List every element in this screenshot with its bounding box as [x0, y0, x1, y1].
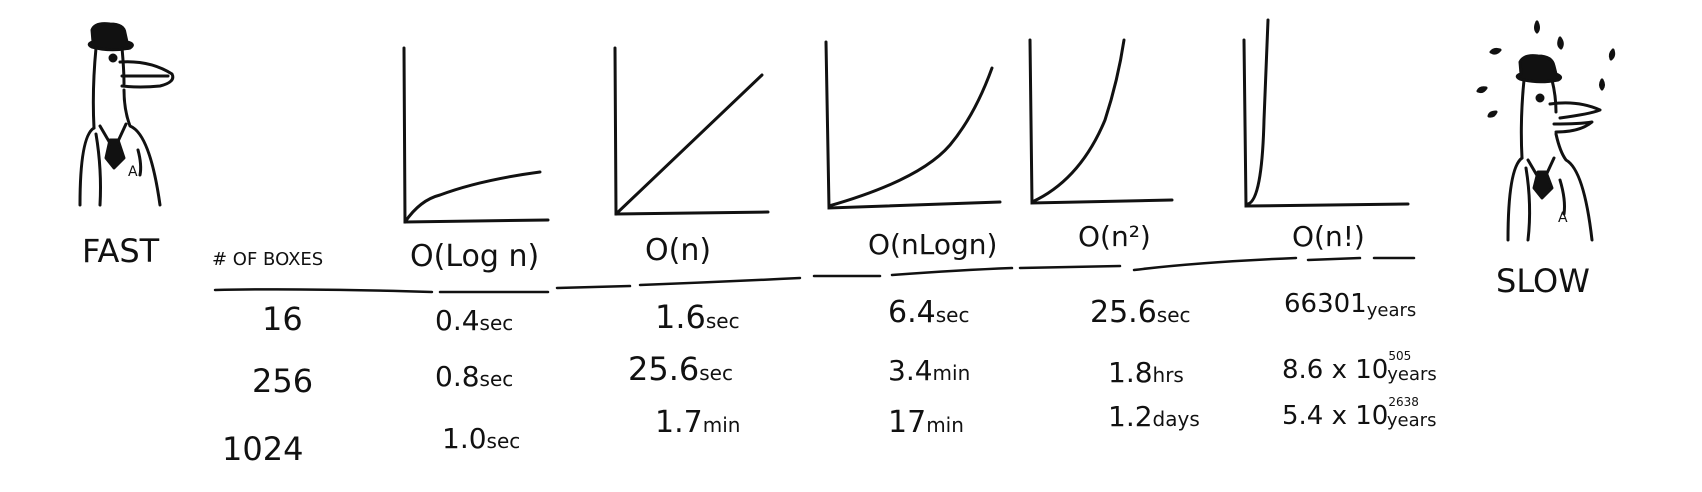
svg-text:A: A: [1558, 210, 1568, 226]
slow-character-illustration: A: [1476, 20, 1616, 242]
complexity-graphs: [402, 18, 1410, 224]
graph-n-axes: [613, 46, 770, 216]
graph-n-log-n: [824, 40, 1002, 210]
graph-log-n-curve: [403, 170, 542, 224]
time-unit: min: [933, 361, 971, 385]
time-cell: 0.4sec: [435, 304, 513, 337]
time-unit: sec: [1157, 303, 1191, 327]
boxes-value: 1024: [222, 430, 303, 468]
graph-n-factorial-axes: [1242, 38, 1410, 208]
time-value: 1.7: [655, 405, 703, 440]
table-row: 16 0.4sec 1.6sec 6.4sec 25.6sec 66301yea…: [262, 289, 1416, 338]
time-value: 5.4 x 10: [1282, 401, 1388, 431]
boxes-column-header: # OF BOXES: [212, 249, 323, 270]
time-cell: 3.4min: [888, 354, 970, 387]
time-unit: years: [1387, 364, 1437, 385]
time-cell: 1.7min: [655, 405, 740, 440]
time-cell: 1.6sec: [655, 298, 740, 336]
graph-n-squared-axes: [1028, 38, 1174, 205]
time-unit: sec: [706, 309, 740, 333]
time-unit: years: [1367, 300, 1417, 321]
time-value: 6.4: [888, 295, 936, 330]
complexity-label-n-log-n: O(nLogn): [868, 228, 997, 261]
time-value: 25.6: [628, 350, 699, 388]
time-cell: 0.8sec: [435, 360, 513, 393]
graph-n: [613, 46, 770, 216]
boxes-value: 256: [252, 362, 313, 400]
table-row: 256 0.8sec 25.6sec 3.4min 1.8hrs 8.6 x 1…: [252, 349, 1437, 400]
time-unit: years: [1387, 410, 1437, 431]
graph-n-factorial: [1242, 18, 1410, 208]
time-cell: 66301years: [1284, 289, 1416, 321]
time-exponent: 505: [1388, 349, 1411, 363]
time-cell: 17min: [888, 405, 964, 440]
time-exponent: 2638: [1388, 395, 1419, 409]
time-value: 3.4: [888, 354, 933, 387]
time-unit: hrs: [1153, 363, 1184, 387]
time-cell: 25.6sec: [1090, 295, 1191, 330]
time-value: 1.2: [1108, 400, 1153, 433]
svg-text:A: A: [128, 164, 138, 180]
graph-n-curve: [614, 73, 764, 216]
boxes-value: 16: [262, 300, 303, 338]
complexity-label-n-squared: O(n²): [1078, 220, 1151, 253]
timing-table: 16 0.4sec 1.6sec 6.4sec 25.6sec 66301yea…: [222, 289, 1437, 468]
time-unit: sec: [936, 303, 970, 327]
graph-log-n: [402, 46, 550, 224]
time-cell: 6.4sec: [888, 295, 969, 330]
time-unit: min: [926, 413, 964, 437]
time-unit: sec: [480, 367, 514, 391]
time-unit: sec: [699, 361, 733, 385]
time-value: 0.4: [435, 304, 480, 337]
time-value: 1.8: [1108, 356, 1153, 389]
time-value: 25.6: [1090, 295, 1157, 330]
time-cell: 1.0sec: [442, 422, 520, 455]
time-value: 17: [888, 405, 926, 440]
table-row: 1024 1.0sec 1.7min 17min 1.2days 5.4 x 1…: [222, 395, 1436, 468]
time-value: 1.6: [655, 298, 706, 336]
header-divider: [213, 256, 1416, 294]
complexity-labels: O(Log n) O(n) O(nLogn) O(n²) O(n!): [410, 220, 1365, 274]
complexity-label-log-n: O(Log n): [410, 239, 539, 274]
time-cell: 25.6sec: [628, 350, 733, 388]
time-value: 66301: [1284, 289, 1367, 319]
slow-label: SLOW: [1496, 262, 1590, 300]
time-unit: min: [703, 413, 741, 437]
graph-log-n-axes: [402, 46, 550, 224]
time-cell: 1.8hrs: [1108, 356, 1184, 389]
fast-character-illustration: A: [78, 22, 175, 207]
graph-n-log-n-curve: [827, 66, 994, 208]
time-value: 0.8: [435, 360, 480, 393]
time-unit: sec: [487, 429, 521, 453]
time-value: 8.6 x 10: [1282, 355, 1388, 385]
graph-n-factorial-curve: [1246, 18, 1270, 206]
time-unit: days: [1153, 407, 1200, 431]
graph-n-log-n-axes: [824, 40, 1002, 210]
graph-n-squared-curve: [1030, 38, 1126, 204]
time-unit: sec: [480, 311, 514, 335]
fast-label: FAST: [82, 232, 160, 270]
complexity-label-n-factorial: O(n!): [1292, 220, 1365, 253]
time-value: 1.0: [442, 422, 487, 455]
complexity-label-n: O(n): [645, 233, 711, 268]
time-cell: 1.2days: [1108, 400, 1200, 433]
graph-n-squared: [1028, 38, 1174, 205]
